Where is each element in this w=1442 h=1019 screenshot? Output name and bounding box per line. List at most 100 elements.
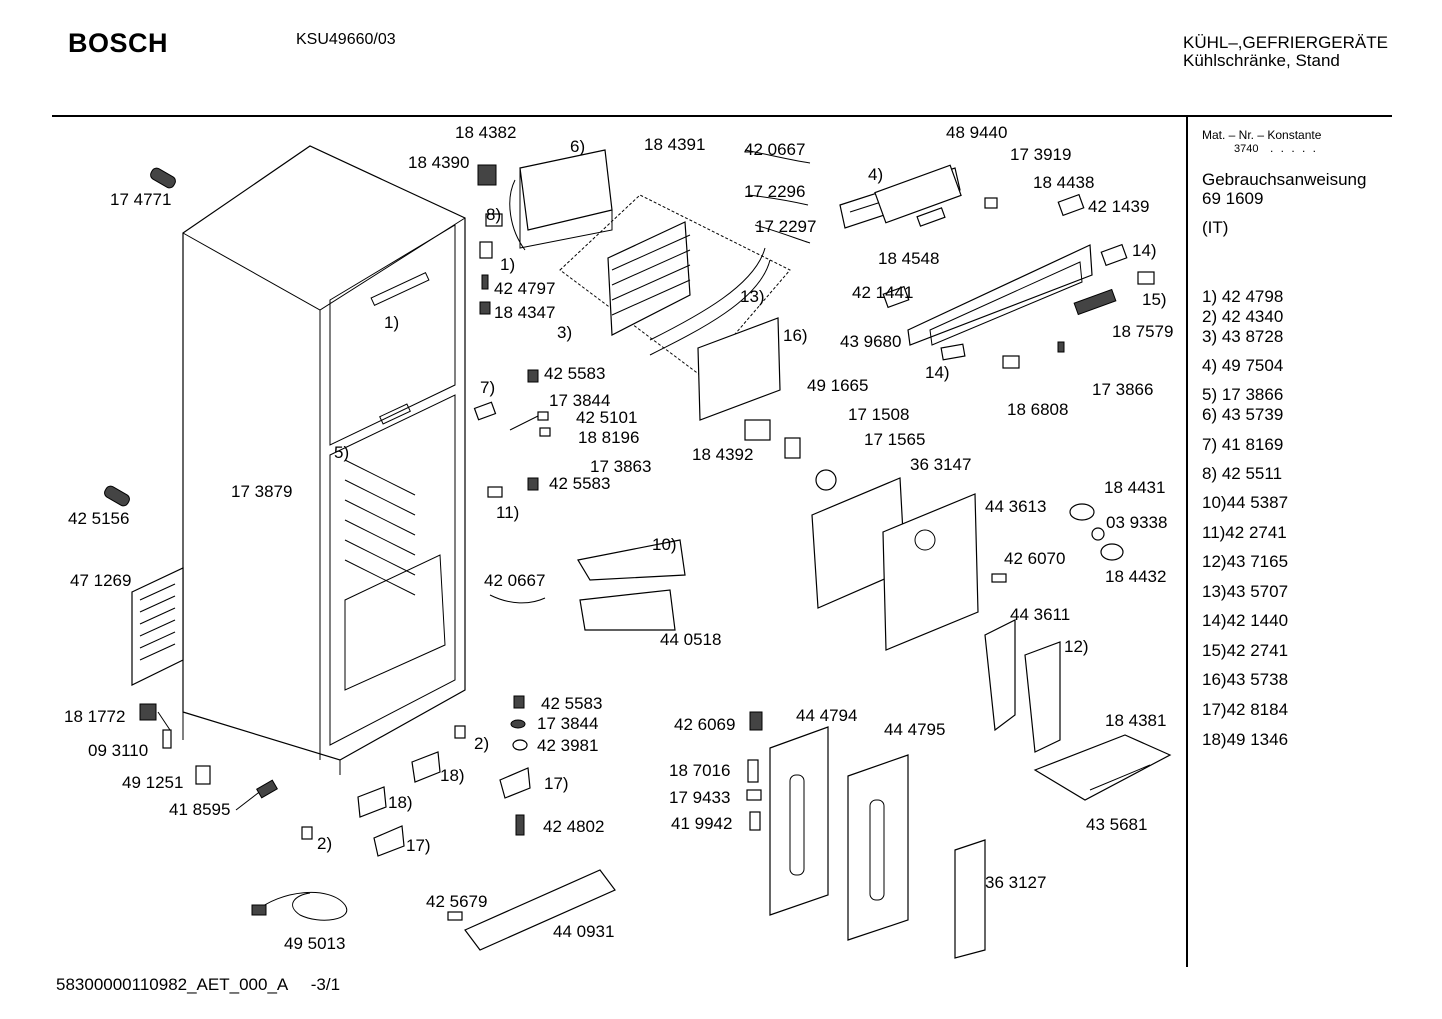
legend-item: 7) 41 8169 bbox=[1202, 435, 1284, 454]
part-label: 17 3844 bbox=[537, 714, 598, 733]
part-label: 17 3919 bbox=[1010, 145, 1071, 164]
part-label: 18 4438 bbox=[1033, 173, 1094, 192]
manual-number: 69 1609 bbox=[1202, 189, 1264, 208]
exploded-parts-drawing: 17 4771 18 4382 18 4390 6) 8) 1) 42 4797… bbox=[64, 123, 1173, 959]
part-label: 42 0667 bbox=[484, 571, 545, 590]
legend-item: 2) 42 4340 bbox=[1202, 307, 1284, 326]
legend-item: 12)43 7165 bbox=[1202, 552, 1289, 571]
evaporator-group bbox=[473, 149, 837, 498]
part-label: 42 0667 bbox=[744, 140, 805, 159]
part-label: 43 9680 bbox=[840, 332, 901, 351]
brand-logo: BOSCH bbox=[68, 28, 169, 58]
manual-label: Gebrauchsanweisung bbox=[1202, 170, 1367, 189]
callout-label: 14) bbox=[925, 363, 950, 382]
callout-label: 6) bbox=[570, 137, 585, 156]
callout-label: 1) bbox=[384, 313, 399, 332]
part-label: 49 1251 bbox=[122, 773, 183, 792]
part-label: 17 1508 bbox=[848, 405, 909, 424]
part-label: 18 4392 bbox=[692, 445, 753, 464]
part-label: 44 4794 bbox=[796, 706, 857, 725]
manual-language: (IT) bbox=[1202, 218, 1229, 237]
legend-item: 6) 43 5739 bbox=[1202, 405, 1284, 424]
part-label: 42 3981 bbox=[537, 736, 598, 755]
callout-label: 18) bbox=[440, 766, 465, 785]
callout-label: 14) bbox=[1132, 241, 1157, 260]
part-label: 44 0931 bbox=[553, 922, 614, 941]
part-label: 18 4431 bbox=[1104, 478, 1165, 497]
callout-label: 10) bbox=[652, 535, 677, 554]
callout-label: 2) bbox=[474, 734, 489, 753]
legend-item: 3) 43 8728 bbox=[1202, 327, 1284, 346]
document-number: 58300000110982_AET_000_A bbox=[56, 975, 288, 994]
callout-label: 4) bbox=[868, 165, 883, 184]
category-line-1: KÜHL–,GEFRIERGERÄTE bbox=[1183, 33, 1388, 52]
callout-label: 11) bbox=[496, 503, 519, 522]
part-label: 18 4382 bbox=[455, 123, 516, 142]
legend-item: 16)43 5738 bbox=[1202, 670, 1289, 689]
material-header: Mat. – Nr. – Konstante bbox=[1202, 128, 1322, 142]
category-line-2: Kühlschränke, Stand bbox=[1183, 51, 1340, 70]
part-label: 42 4797 bbox=[494, 279, 555, 298]
part-label: 17 2297 bbox=[755, 217, 816, 236]
part-label: 18 4391 bbox=[644, 135, 705, 154]
part-label: 09 3110 bbox=[88, 741, 148, 760]
part-label: 17 1565 bbox=[864, 430, 925, 449]
part-label: 18 7579 bbox=[1112, 322, 1173, 341]
part-label: 41 8595 bbox=[169, 800, 230, 819]
part-label: 49 1665 bbox=[807, 376, 868, 395]
part-label: 17 3866 bbox=[1092, 380, 1153, 399]
part-label: 42 1439 bbox=[1088, 197, 1149, 216]
legend-item: 5) 17 3866 bbox=[1202, 385, 1284, 404]
legend-item: 8) 42 5511 bbox=[1202, 464, 1283, 483]
left-parts bbox=[104, 167, 348, 921]
callout-label: 17) bbox=[406, 836, 431, 855]
callout-label: 1) bbox=[500, 255, 515, 274]
part-label: 18 8196 bbox=[578, 428, 639, 447]
legend-item: 15)42 2741 bbox=[1202, 641, 1289, 660]
part-label: 17 3844 bbox=[549, 391, 610, 410]
document-id: 58300000110982_AET_000_A -3/1 bbox=[56, 975, 340, 995]
door-parts bbox=[746, 619, 1172, 959]
part-label: 17 4771 bbox=[110, 190, 171, 209]
part-label: 18 7016 bbox=[669, 761, 730, 780]
part-label: 42 6070 bbox=[1004, 549, 1065, 568]
header-divider bbox=[52, 115, 1392, 117]
fridge-cabinet-shape bbox=[182, 145, 466, 775]
part-label: 44 4795 bbox=[884, 720, 945, 739]
part-label: 18 4390 bbox=[408, 153, 469, 172]
part-label: 42 5156 bbox=[68, 509, 129, 528]
part-label: 18 6808 bbox=[1007, 400, 1068, 419]
callout-label: 17) bbox=[544, 774, 569, 793]
callout-label: 16) bbox=[783, 326, 808, 345]
part-label: 42 6069 bbox=[674, 715, 735, 734]
part-label: 17 9433 bbox=[669, 788, 730, 807]
callout-label: 15) bbox=[1142, 290, 1167, 309]
part-label: 18 4432 bbox=[1105, 567, 1166, 586]
part-label: 36 3147 bbox=[910, 455, 971, 474]
part-label: 17 3879 bbox=[231, 482, 292, 501]
part-label: 42 5679 bbox=[426, 892, 487, 911]
part-label: 36 3127 bbox=[985, 873, 1046, 892]
part-label: 44 3611 bbox=[1010, 605, 1070, 624]
part-label: 48 9440 bbox=[946, 123, 1007, 142]
part-label: 42 5583 bbox=[544, 364, 605, 383]
part-label: 44 3613 bbox=[985, 497, 1046, 516]
part-label: 47 1269 bbox=[70, 571, 131, 590]
legend-item: 17)42 8184 bbox=[1202, 700, 1289, 719]
part-label: 42 5583 bbox=[541, 694, 602, 713]
control-panel-group bbox=[839, 164, 1155, 369]
callout-label: 12) bbox=[1064, 637, 1089, 656]
legend-item: 11)42 2741 bbox=[1202, 523, 1287, 542]
page-number: -3/1 bbox=[310, 975, 341, 994]
part-label: 42 5583 bbox=[549, 474, 610, 493]
part-label: 42 4802 bbox=[543, 817, 604, 836]
callout-label: 18) bbox=[388, 793, 413, 812]
part-label: 17 2296 bbox=[744, 182, 805, 201]
part-label: 43 5681 bbox=[1086, 815, 1147, 834]
legend-item: 13)43 5707 bbox=[1202, 582, 1289, 601]
part-label: 42 1441 bbox=[852, 283, 913, 302]
material-constant: 3740 bbox=[1234, 143, 1259, 155]
bottom-hardware bbox=[301, 695, 616, 951]
legend-item: 14)42 1440 bbox=[1202, 611, 1289, 630]
callout-label: 8) bbox=[486, 205, 501, 224]
